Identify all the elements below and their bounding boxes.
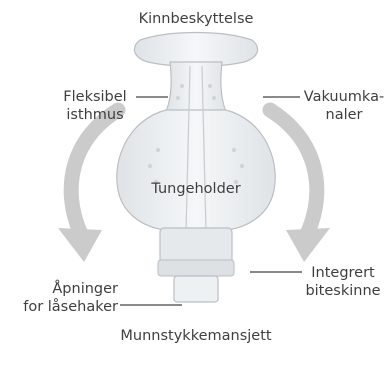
label-mouthpiece-cuff: Munnstykkemansjett <box>110 327 282 345</box>
cuff-tube-shape <box>174 276 218 302</box>
bite-block-band <box>158 260 234 276</box>
label-vacuum-channels: Vakuumka- naler <box>300 88 388 124</box>
label-vacuum-line2: naler <box>300 106 388 124</box>
label-latch-openings: Åpninger for låsehaker <box>0 280 118 316</box>
isthmus-shape <box>166 62 226 112</box>
label-openings-line2: for låsehaker <box>0 298 118 316</box>
left-flow-arrowhead <box>58 228 102 262</box>
label-flexible-line2: isthmus <box>52 106 138 124</box>
label-bite-line1: Integrert <box>300 264 386 282</box>
label-openings-line1: Åpninger <box>0 280 118 298</box>
label-flexible-line1: Fleksibel <box>52 88 138 106</box>
label-vacuum-line1: Vakuumka- <box>300 88 388 106</box>
label-tongue-holder: Tungeholder <box>140 180 252 198</box>
right-flow-arrow <box>270 110 317 232</box>
label-bite-line2: biteskinne <box>300 282 386 300</box>
label-chin-guard: Kinnbeskyttelse <box>120 10 272 28</box>
right-flow-arrowhead <box>286 228 330 262</box>
tongue-holder-shape <box>117 110 275 230</box>
left-flow-arrow <box>71 110 118 232</box>
label-flexible-isthmus: Fleksibel isthmus <box>52 88 138 124</box>
label-integrated-bite: Integrert biteskinne <box>300 264 386 300</box>
chin-guard-shape <box>134 33 257 67</box>
